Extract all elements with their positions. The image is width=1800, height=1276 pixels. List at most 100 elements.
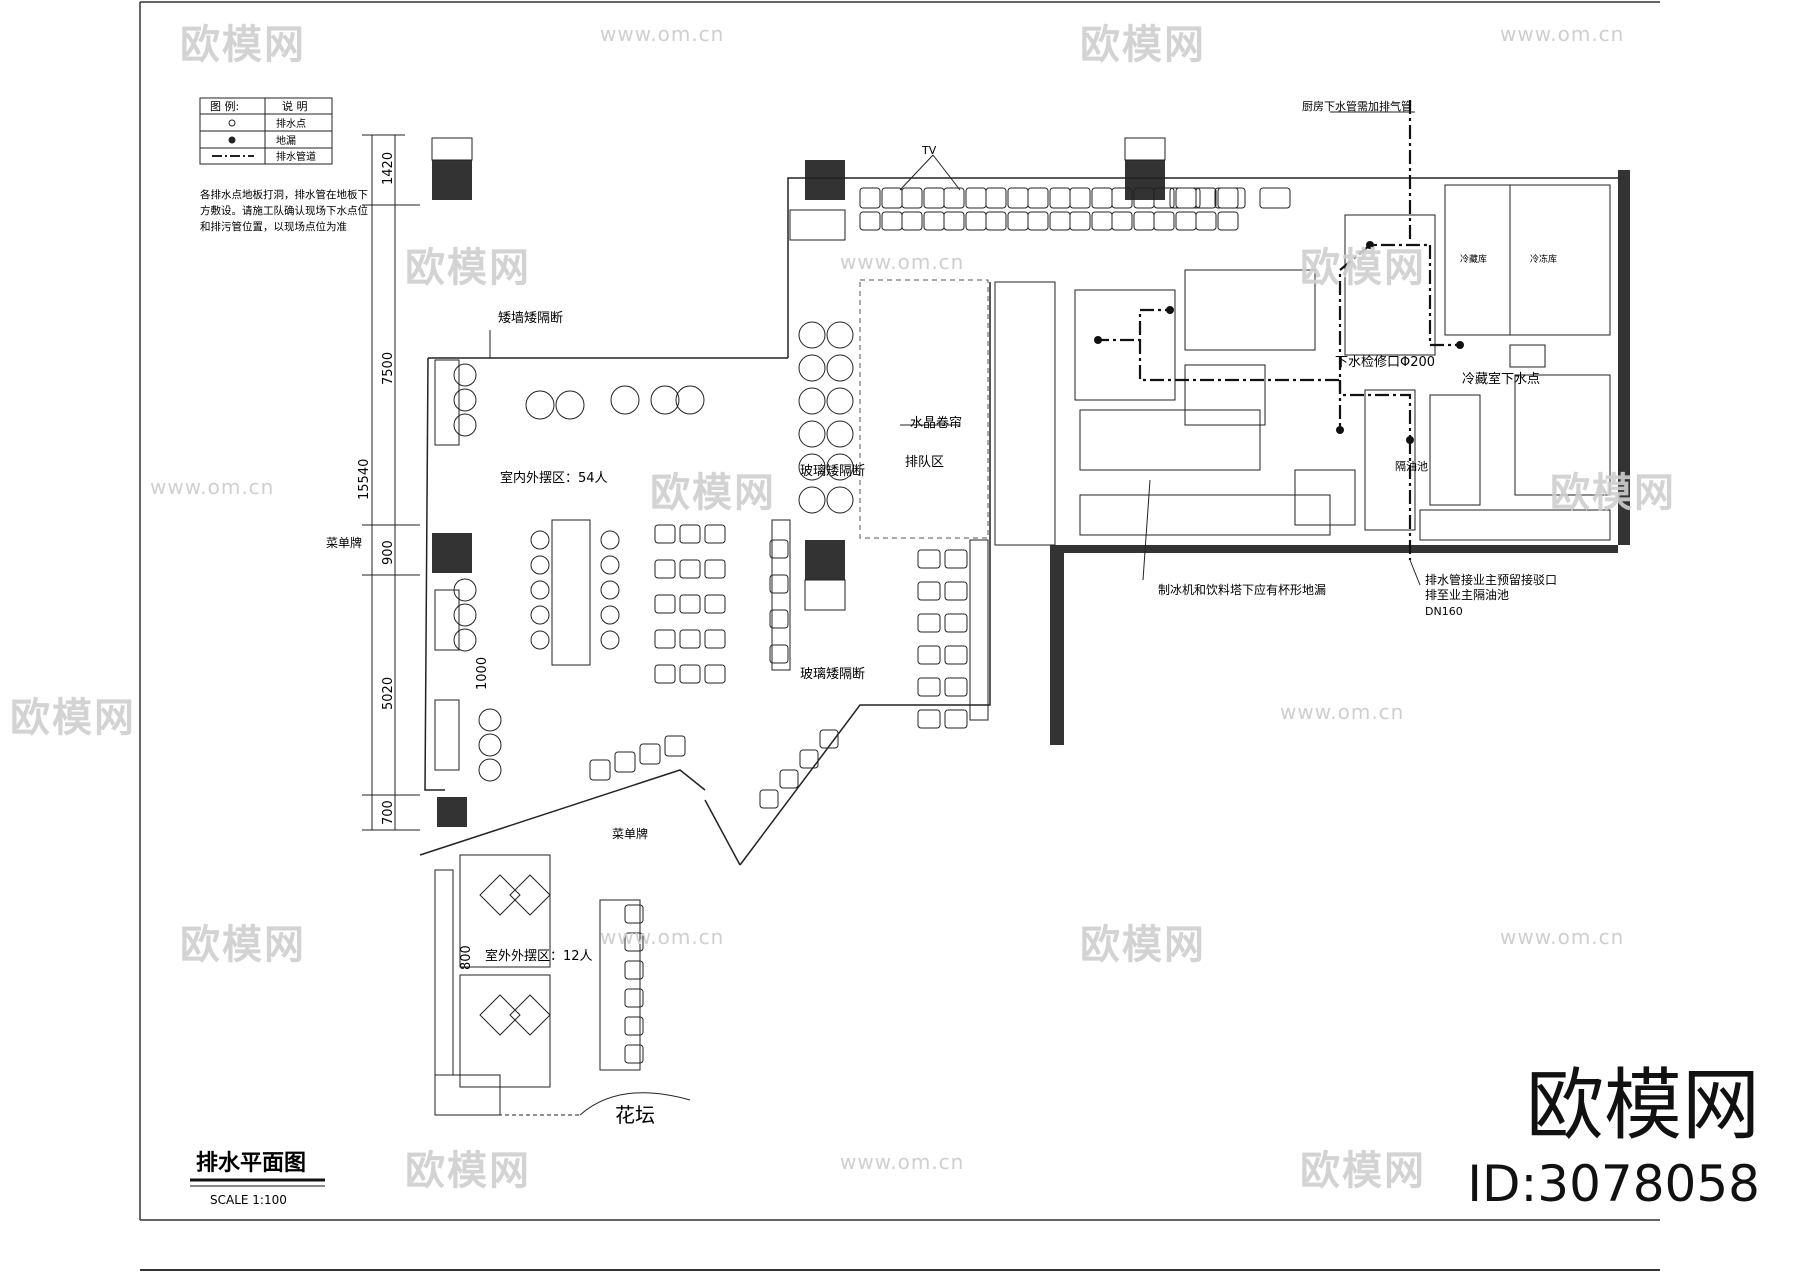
legend-note: 方敷设。请施工队确认现场下水点位 [200,204,368,217]
table [530,605,550,625]
seat [944,549,968,569]
menu-board-label: 菜单牌 [326,536,362,550]
seat [1153,187,1175,209]
seat [1049,187,1071,209]
seat [943,187,965,209]
table [600,555,620,575]
drawing-title: 排水平面图 [196,1151,306,1176]
seat [881,187,903,209]
drain-pipe-note: 排至业主隔油池 [1425,588,1509,602]
table [478,733,502,757]
seat [1027,187,1049,209]
seat [923,187,945,209]
seat [917,645,941,665]
table [650,385,680,415]
cold-room-label: 冷藏库 [1460,253,1487,265]
brand-block: 欧模网 ID:3078058 [1467,1067,1760,1212]
seat [1195,187,1217,209]
table [600,605,620,625]
seat [917,581,941,601]
seat [944,677,968,697]
seat [965,187,987,209]
table [453,603,477,627]
seat [859,187,881,209]
seat [1027,211,1049,231]
table [530,555,550,575]
table [826,387,854,415]
table [798,354,826,382]
table [478,758,502,782]
seat [819,729,839,749]
table [798,420,826,448]
seat [901,211,923,231]
seat [985,187,1007,209]
table [826,453,854,481]
seat [1007,211,1029,231]
floor-drains [1094,241,1464,444]
menu-board-label: 菜单牌 [612,827,648,841]
ice-machine-note: 制冰机和饮料塔下应有杯形地漏 [1158,582,1326,597]
seat [624,1016,644,1036]
legend-note: 各排水点地板打洞，排水管在地板下 [200,188,368,201]
seat [917,709,941,729]
seat [1217,211,1239,231]
low-wall-label: 矮墙矮隔断 [498,311,563,326]
dim-700: 700 [381,800,396,825]
seating [453,187,1291,1064]
table [525,390,555,420]
table [453,628,477,652]
queue-area-label: 排队区 [905,455,944,470]
seat [654,664,676,684]
grease-trap-label: 隔油池 [1395,459,1428,473]
seat [639,743,661,765]
seat [679,629,701,649]
seat [881,211,903,231]
dim-7500: 7500 [381,352,396,385]
seat [624,988,644,1008]
table [478,708,502,732]
seat [1214,187,1246,209]
legend-row-label: 排水管道 [276,150,316,163]
seat [1049,211,1071,231]
seat [1175,187,1197,209]
seat [759,789,779,809]
table [798,387,826,415]
table [798,453,826,481]
table [530,530,550,550]
seat [624,960,644,980]
drain-pipes [1095,100,1460,560]
dimension-chain [362,134,420,831]
cold-room-drain-label: 冷藏室下水点 [1462,371,1540,387]
seat [944,645,968,665]
table [675,385,705,415]
seat [664,735,686,757]
legend-row-label: 地漏 [276,134,296,147]
seat [1091,211,1113,231]
table [826,321,854,349]
seat [944,613,968,633]
seat [917,613,941,633]
brand-id: ID:3078058 [1467,1155,1760,1213]
kitchen-vent-label: 厨房下水管需加排气管 [1302,99,1412,113]
seat [704,524,726,544]
table [453,388,477,412]
seat [624,1044,644,1064]
seat [944,581,968,601]
seat [769,609,789,629]
seat [965,211,987,231]
legend [199,97,333,165]
freezer-label: 冷冻库 [1530,253,1557,265]
columns [432,160,1165,827]
dim-900: 900 [381,540,396,565]
seat [917,677,941,697]
kitchen-equipment [994,184,1611,546]
seat [1175,211,1197,231]
outdoor-area-label: 室外外摆区：12人 [485,948,593,964]
inspection-label: 下水检修口Φ200 [1335,355,1435,370]
table [826,486,854,514]
dn-label: DN160 [1425,605,1463,618]
table [610,385,640,415]
flower-bed-label: 花坛 [615,1103,655,1127]
seat [1259,187,1291,209]
